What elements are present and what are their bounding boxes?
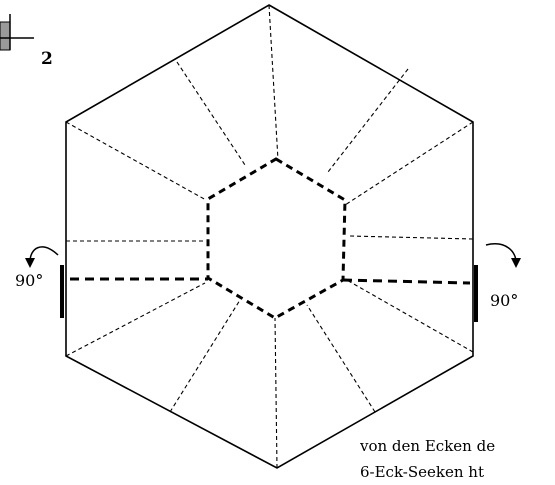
step-number: 2 — [41, 49, 53, 69]
left-rotation-marker: 90° — [15, 246, 64, 318]
right-angle-label: 90° — [490, 291, 518, 310]
left-angle-label: 90° — [15, 271, 43, 290]
horizontal-fold-lines — [70, 277, 471, 285]
caption-line-1: von den Ecken de — [360, 437, 496, 455]
caption-line-2: 6-Eck-Seeken ht — [360, 463, 484, 481]
previous-step-icon — [0, 14, 34, 51]
outer-hexagon — [65, 4, 474, 469]
inner-hexagon — [206, 157, 347, 320]
caption: von den Ecken de 6-Eck-Seeken ht — [360, 433, 555, 485]
radial-crease-lines — [65, 4, 474, 469]
right-rotation-marker: 90° — [474, 243, 521, 322]
